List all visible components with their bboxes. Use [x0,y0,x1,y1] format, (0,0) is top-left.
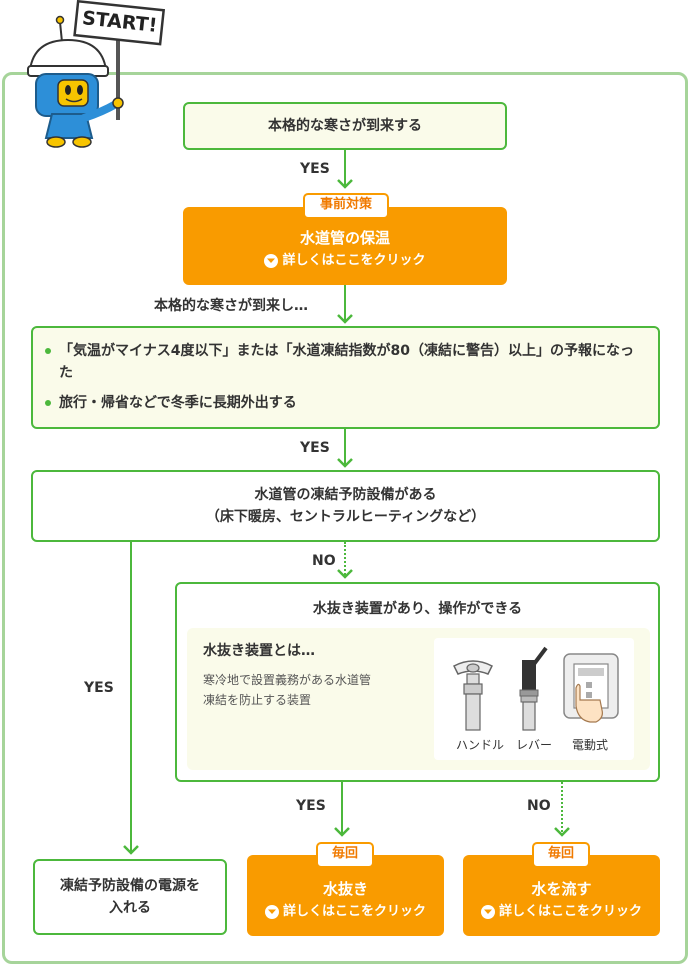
condition-forecast: 「気温がマイナス4度以下」または「水道凍結指数が80（凍結に警告）以上」の予報に… [45,340,642,384]
flow-link[interactable]: 詳しくはここをクリック [480,901,642,923]
drain-question: 水抜き装置があり、操作ができる [312,601,523,617]
cold-arrived-label: 本格的な寒さが到来し… [154,298,308,314]
connector-dashed-line [344,542,346,578]
arrow-down-icon [337,569,353,579]
mascot: START! [22,0,172,150]
device-lever-label: レバー [516,738,553,752]
power-on-line2: 入れる [109,900,151,916]
conditions-box: 「気温がマイナス4度以下」または「水道凍結指数が80（凍結に警告）以上」の予報に… [31,326,660,429]
insulation-title: 水道管の保温 [299,229,390,247]
drain-info-desc: 寒冷地で設置義務がある水道管 凍結を防止する装置 [203,670,413,710]
drain-info-desc-line2: 凍結を防止する装置 [203,693,312,707]
flow-link-text: 詳しくはここをクリック [498,903,642,919]
arrow-down-icon [337,458,353,468]
no-label: NO [527,798,551,814]
drain-info-title: 水抜き装置とは… [203,643,315,659]
device-electric-label: 電動式 [572,738,609,752]
chevron-down-icon [264,904,279,919]
antifreeze-line1: 水道管の凍結予防設備がある [254,487,437,503]
drain-devices: ハンドル レバー 電動式 [434,638,634,760]
condition-travel: 旅行・帰省などで冬季に長期外出する [45,392,642,414]
antifreeze-equipment-box: 水道管の凍結予防設備がある （床下暖房、セントラルヒーティングなど） [31,470,660,542]
yes-label: YES [300,440,330,456]
every-time-tag: 毎回 [316,842,374,868]
insulation-box[interactable]: 水道管の保温 詳しくはここをクリック [183,207,507,285]
chevron-down-icon [480,904,495,919]
power-on-line1: 凍結予防設備の電源を [60,878,200,894]
electric-panel-icon [563,653,619,723]
insulation-link[interactable]: 詳しくはここをクリック [264,250,426,272]
drain-info-box: 水抜き装置とは… 寒冷地で設置義務がある水道管 凍結を防止する装置 [187,628,650,770]
lever-valve-icon [519,646,548,731]
connector-line [130,542,132,854]
no-label: NO [312,553,336,569]
every-time-tag: 毎回 [532,842,590,868]
drain-device-panel: 水抜き装置があり、操作ができる 水抜き装置とは… 寒冷地で設置義務がある水道管 … [175,582,660,782]
power-on-box: 凍結予防設備の電源を 入れる [33,859,227,935]
drain-title: 水抜き [322,879,368,898]
yes-label: YES [296,798,326,814]
drain-info-desc-line1: 寒冷地で設置義務がある水道管 [203,673,372,687]
mascot-illustration [27,0,166,148]
drain-box[interactable]: 水抜き 詳しくはここをクリック [247,855,444,936]
connector-line [341,782,343,836]
connector-line [344,150,346,188]
flow-title: 水を流す [531,879,592,898]
yes-label: YES [300,161,330,177]
yes-label: YES [84,680,114,696]
pre-measure-tag: 事前対策 [303,193,389,219]
flow-water-box[interactable]: 水を流す 詳しくはここをクリック [463,855,660,936]
cold-arrives-text: 本格的な寒さが到来する [268,118,422,134]
cold-arrives-box: 本格的な寒さが到来する [183,102,507,150]
arrow-down-icon [337,314,353,324]
arrow-down-icon [123,845,139,855]
chevron-down-icon [264,254,279,268]
arrow-down-icon [337,179,353,189]
handle-valve-icon [453,660,493,731]
arrow-down-icon [554,827,570,837]
connector-line [344,429,346,467]
arrow-down-icon [334,827,350,837]
insulation-link-text: 詳しくはここをクリック [282,253,426,268]
drain-link[interactable]: 詳しくはここをクリック [264,901,426,923]
connector-line [344,285,346,323]
device-handle-label: ハンドル [456,738,505,752]
connector-dashed-line [561,782,563,836]
antifreeze-line2: （床下暖房、セントラルヒーティングなど） [205,509,486,525]
drain-link-text: 詳しくはここをクリック [282,903,426,919]
